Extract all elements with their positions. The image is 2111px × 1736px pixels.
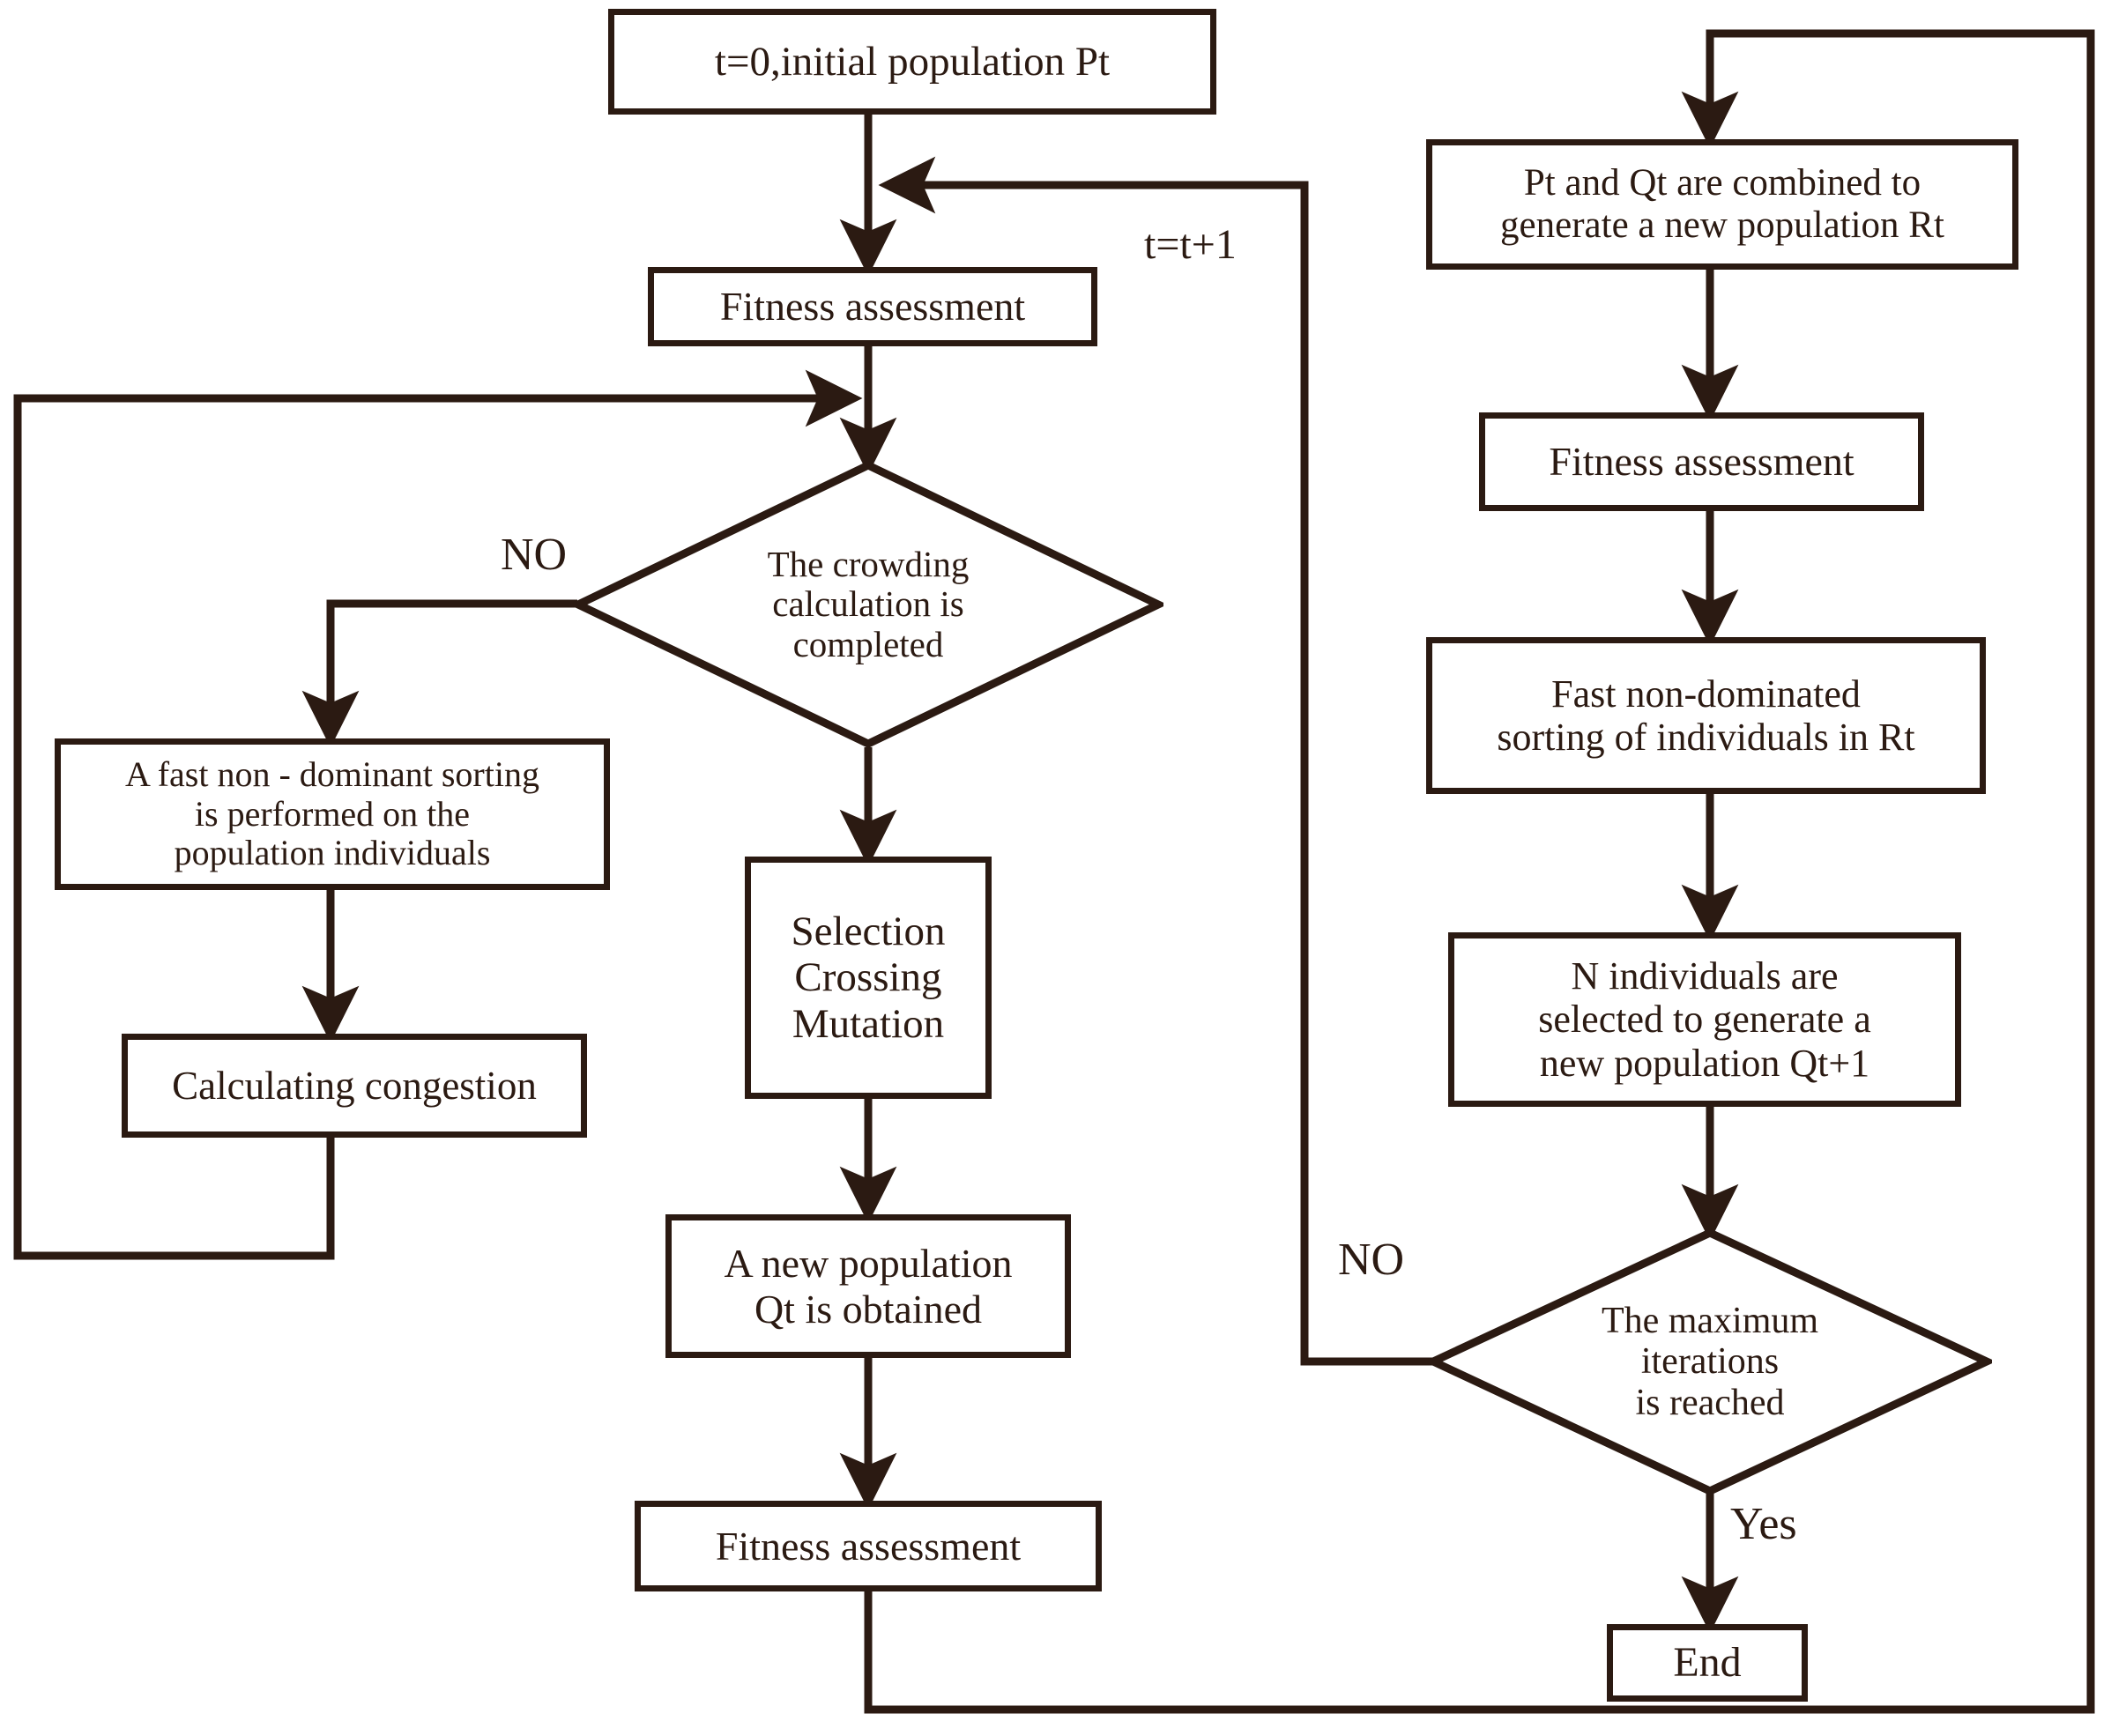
node-fitness-assessment-3[interactable]: Fitness assessment	[1479, 412, 1924, 511]
node-combine-pt-qt-label: Pt and Qt are combined to generate a new…	[1500, 161, 1944, 246]
node-crowding-decision[interactable]: The crowding calculation is completed	[573, 460, 1163, 749]
node-calculating-congestion-label: Calculating congestion	[172, 1063, 537, 1108]
node-fast-nondominant-sorting[interactable]: A fast non - dominant sorting is perform…	[55, 738, 610, 890]
node-fast-nondominated-rt[interactable]: Fast non-dominated sorting of individual…	[1426, 637, 1986, 794]
edge-maxiter-no-loopback	[878, 156, 1432, 1366]
node-fitness-assessment-1-label: Fitness assessment	[719, 284, 1026, 330]
node-fitness-assessment-3-label: Fitness assessment	[1549, 439, 1855, 485]
node-select-n-individuals-label: N individuals are selected to generate a…	[1538, 954, 1871, 1085]
node-end-label: End	[1673, 1639, 1742, 1687]
node-start[interactable]: t=0,initial population Pt	[608, 9, 1216, 115]
node-fitness-assessment-1[interactable]: Fitness assessment	[648, 267, 1097, 346]
node-end[interactable]: End	[1607, 1624, 1808, 1702]
node-start-label: t=0,initial population Pt	[714, 38, 1111, 85]
edge-label-t-increment: t=t+1	[1144, 221, 1237, 268]
node-selection-crossing-mutation[interactable]: Selection Crossing Mutation	[745, 857, 992, 1099]
node-new-population-qt-label: A new population Qt is obtained	[724, 1240, 1013, 1332]
edge-label-max-iterations-no: NO	[1338, 1235, 1405, 1285]
node-fast-nondominant-sorting-label: A fast non - dominant sorting is perform…	[125, 753, 539, 873]
edge-label-max-iterations-yes: Yes	[1730, 1499, 1797, 1549]
edge-crowding-no-to-sorting	[301, 599, 577, 748]
edge-label-crowding-no: NO	[501, 530, 568, 580]
node-new-population-qt[interactable]: A new population Qt is obtained	[665, 1214, 1071, 1358]
node-fitness-assessment-2[interactable]: Fitness assessment	[635, 1501, 1102, 1591]
node-fitness-assessment-2-label: Fitness assessment	[715, 1523, 1022, 1569]
node-fast-nondominated-rt-label: Fast non-dominated sorting of individual…	[1497, 671, 1915, 759]
node-select-n-individuals[interactable]: N individuals are selected to generate a…	[1448, 932, 1961, 1107]
node-crowding-decision-label: The crowding calculation is completed	[767, 544, 970, 664]
node-max-iterations-decision[interactable]: The maximum iterations is reached	[1428, 1228, 1992, 1496]
node-max-iterations-decision-label: The maximum iterations is reached	[1601, 1301, 1819, 1423]
node-calculating-congestion[interactable]: Calculating congestion	[122, 1034, 587, 1138]
node-selection-crossing-mutation-label: Selection Crossing Mutation	[791, 908, 946, 1047]
node-combine-pt-qt[interactable]: Pt and Qt are combined to generate a new…	[1426, 139, 2018, 270]
